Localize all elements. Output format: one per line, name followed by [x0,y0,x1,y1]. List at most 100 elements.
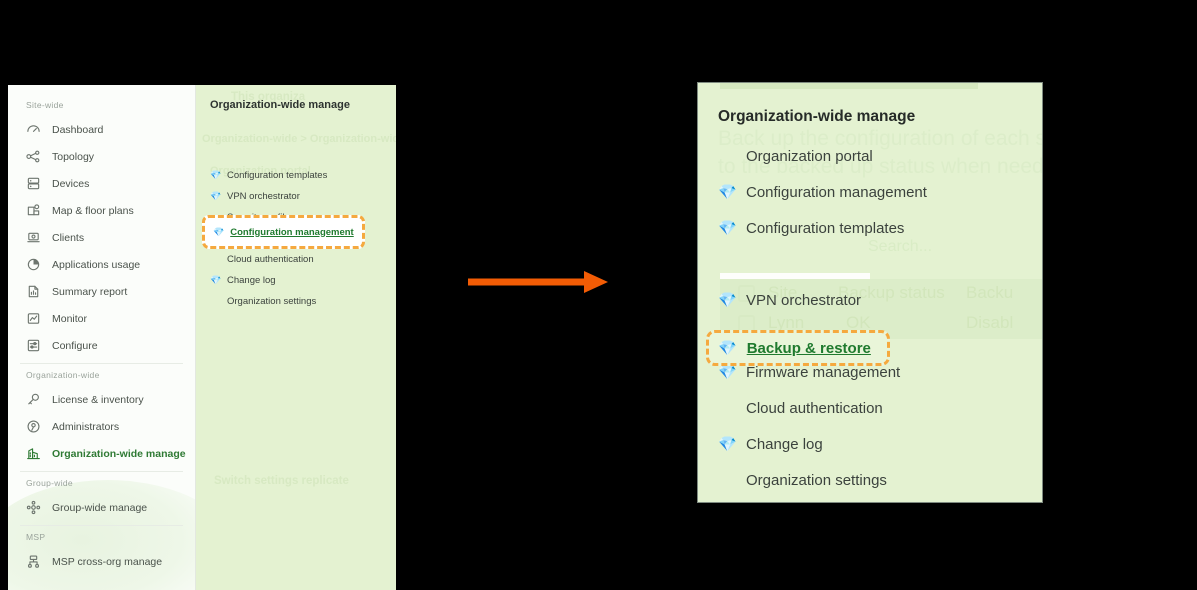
enlarged-menu-list: Organization portal 💎 Configuration manage… [698,138,1042,498]
menu-item-firmware-management[interactable]: 💎Firmware management [698,354,1042,390]
sidebar-item-configure[interactable]: Configure [8,332,195,359]
menu-item-label: Organization settings [227,296,317,307]
gem-icon: 💎 [213,226,225,237]
menu-item-label: Change log [746,435,823,453]
sidebar-group-label: MSP [26,532,46,542]
sidebar-item-summary-report[interactable]: Summary report [8,278,195,305]
menu-item-label: VPN orchestrator [746,291,862,309]
menu-item-vpn-orchestrator[interactable]: 💎 VPN orchestrator [196,186,396,207]
menu-item-label: Configuration templates [227,170,328,181]
gem-icon: 💎 [718,364,737,381]
sidebar-item-label: Devices [52,177,90,190]
sidebar-item-monitor[interactable]: Monitor [8,305,195,332]
menu-item-label: Organization portal [746,147,873,165]
sidebar-item-organization-wide-manage[interactable]: Organization-wide manage [8,440,195,467]
gem-icon: 💎 [210,275,222,285]
menu-item-label: Configuration templates [746,219,905,237]
menu-item-label: VPN orchestrator [227,191,300,202]
devices-icon [26,176,41,191]
summary-report-icon [26,284,41,299]
topology-icon [26,149,41,164]
menu-item-cloud-authentication[interactable]: Cloud authentication [196,249,396,270]
menu-item-change-log[interactable]: 💎 Change log [698,426,1042,462]
clients-icon [26,230,41,245]
menu-row-label [746,256,750,273]
sidebar-item-label: Configure [52,339,98,352]
group-wide-manage-icon [26,500,41,515]
applications-usage-icon [26,257,41,272]
ghost-text-line4: Switch settings replicate [214,475,349,487]
sidebar-item-label: MSP cross-org manage [52,555,163,568]
small-menu-title: Organization-wide manage [210,99,350,111]
sidebar-item-license-inventory[interactable]: License & inventory [8,386,195,413]
menu-item-organization-settings[interactable]: Organization settings [698,462,1042,498]
gem-icon: 💎 [210,191,222,201]
organization-wide-manage-icon [26,446,41,461]
menu-row-spacer [196,123,396,144]
sidebar-item-label: Monitor [52,312,88,325]
gem-icon: 💎 [718,184,737,201]
gem-icon: 💎 [718,220,737,237]
sidebar-divider [20,363,183,364]
sidebar-item-label: Group-wide manage [52,501,148,514]
ghost-toolbar-bar [720,273,870,281]
gem-icon: 💎 [718,436,737,453]
sidebar-item-label: Applications usage [52,258,141,271]
sidebar-item-devices[interactable]: Devices [8,170,195,197]
menu-item-configuration-templates[interactable]: 💎 Configuration templates [698,210,1042,246]
menu-item-organization-portal[interactable]: Organization portal [698,138,1042,174]
highlight-box-backup-and-restore[interactable]: 💎 Backup & restore [706,330,890,366]
monitor-icon [26,311,41,326]
sidebar-item-msp-cross-org-manage[interactable]: MSP cross-org manage [8,548,195,575]
dashboard-icon [26,122,41,137]
highlight-box-configuration-management[interactable]: 💎 Configuration management [202,215,365,249]
gem-icon: 💎 [210,170,222,180]
msp-cross-org-manage-icon [26,554,41,569]
sidebar-item-label: Organization-wide manage [52,447,186,460]
sidebar-item-dashboard[interactable]: Dashboard [8,116,195,143]
sidebar-item-label: Administrators [52,420,120,433]
menu-row-spacer [698,246,1042,282]
menu-item-cloud-authentication[interactable]: Cloud authentication [698,390,1042,426]
sidebar-group-label: Group-wide [26,478,73,488]
menu-item-configuration-management[interactable]: Configuration management [230,226,354,238]
menu-item-label: Configuration management [746,183,927,201]
sidebar-item-label: Topology [52,150,95,163]
sidebar-item-applications-usage[interactable]: Applications usage [8,251,195,278]
license-inventory-icon [26,392,41,407]
sidebar-item-label: License & inventory [52,393,144,406]
menu-item-organization-settings[interactable]: Organization settings [196,291,396,312]
sidebar-item-label: Dashboard [52,123,104,136]
sidebar-item-map-floor-plans[interactable]: Map & floor plans [8,197,195,224]
gem-icon: 💎 [718,292,737,309]
menu-row-label [227,128,230,139]
menu-item-change-log[interactable]: 💎 Change log [196,270,396,291]
menu-item-vpn-orchestrator[interactable]: 💎 VPN orchestrator [698,282,1042,318]
sidebar-divider [20,471,183,472]
ghost-top-bar [720,83,978,89]
sidebar-item-group-wide-manage[interactable]: Group-wide manage [8,494,195,521]
menu-row-spacer [196,144,396,165]
gem-icon: 💎 [718,340,737,357]
sidebar-item-topology[interactable]: Topology [8,143,195,170]
sidebar-item-label: Map & floor plans [52,204,134,217]
menu-item-backup-and-restore[interactable]: Backup & restore [746,339,871,357]
menu-item-label: Change log [227,275,276,286]
menu-item-configuration-templates[interactable]: 💎 Configuration templates [196,165,396,186]
map-floor-plans-icon [26,203,41,218]
sidebar-item-administrators[interactable]: Administrators [8,413,195,440]
sidebar-item-label: Clients [52,231,85,244]
menu-row-label [227,149,230,160]
menu-item-configuration-management[interactable]: 💎 Configuration management [698,174,1042,210]
enlarged-menu-title: Organization-wide manage [718,108,916,125]
sidebar-item-clients[interactable]: Clients [8,224,195,251]
sidebar-group-label: Site-wide [26,100,64,110]
administrators-icon [26,419,41,434]
enlarged-menu-panel: Back up the configuration of each site t… [697,82,1043,503]
menu-item-label: Organization settings [746,471,887,489]
menu-item-label: Cloud authentication [746,399,883,417]
